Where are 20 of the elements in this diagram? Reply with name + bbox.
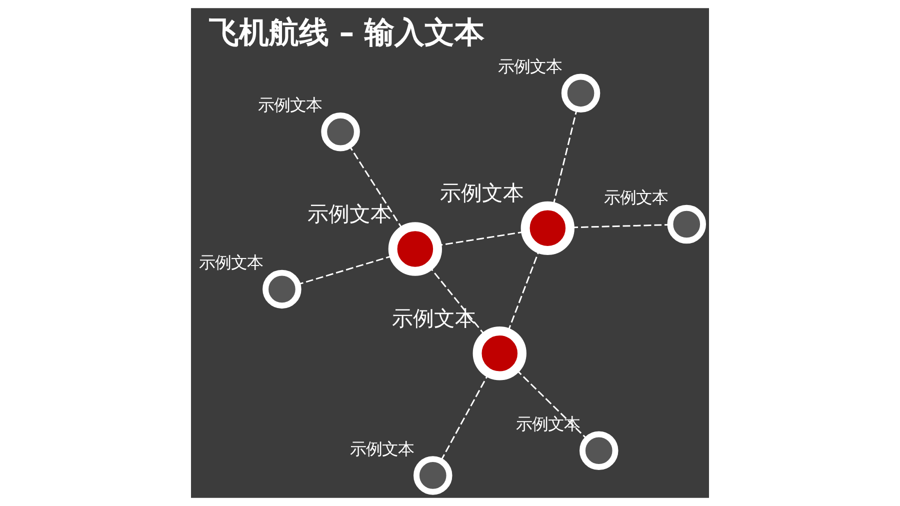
node-circle <box>388 222 442 276</box>
node-label: 示例文本 <box>392 306 476 330</box>
node-circle <box>414 456 452 495</box>
node-label: 示例文本 <box>199 253 264 272</box>
diagram-title: 飞机航线 – 输入文本 <box>208 15 485 50</box>
node-label: 示例文本 <box>308 202 392 226</box>
node-circle <box>472 326 526 380</box>
node-circle <box>321 112 360 152</box>
node-label: 示例文本 <box>258 96 322 115</box>
node-circle <box>561 74 600 113</box>
connector <box>515 368 588 440</box>
node-circle <box>262 270 302 309</box>
node-label: 示例文本 <box>498 56 562 76</box>
node-label: 示例文本 <box>440 181 524 206</box>
node-circle <box>520 201 574 255</box>
node-circle <box>580 431 618 470</box>
node-label: 示例文本 <box>604 188 668 208</box>
node-label: 示例文本 <box>516 414 580 434</box>
node-label: 示例文本 <box>350 439 414 458</box>
node-circle <box>667 204 706 244</box>
